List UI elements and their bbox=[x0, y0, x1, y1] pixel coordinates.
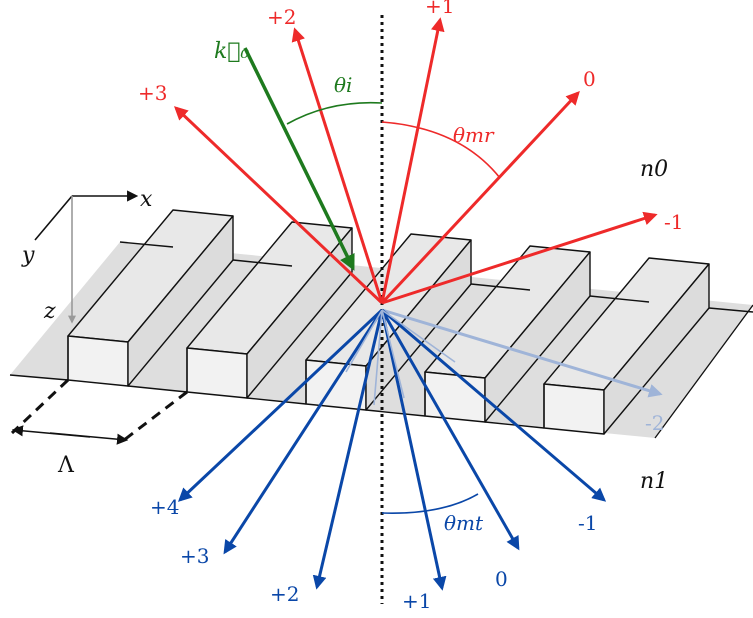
transmitted-label-p1: +1 bbox=[402, 589, 431, 613]
axis-x-label: x bbox=[140, 187, 153, 212]
reflected-arrow-0 bbox=[380, 90, 580, 305]
n0-label: n0 bbox=[640, 157, 668, 182]
theta-r-arc bbox=[381, 121, 501, 179]
substrate-edge bbox=[654, 304, 753, 439]
reflected-label-p2: +2 bbox=[267, 5, 296, 29]
transmitted-label-m2: -2 bbox=[645, 411, 664, 435]
reflected-label-p1: +1 bbox=[425, 0, 454, 18]
transmitted-label-p3: +3 bbox=[180, 544, 209, 568]
reflected-arrow-p1 bbox=[380, 17, 445, 304]
theta-t-arc bbox=[381, 493, 479, 514]
transmitted-labels: +4 +3 +2 +1 0 -1 -2 bbox=[150, 411, 664, 613]
theta-r-label: θmr bbox=[453, 123, 495, 147]
n1-label: n1 bbox=[640, 469, 668, 494]
ridge-5 bbox=[484, 257, 710, 435]
transmitted-label-0: 0 bbox=[495, 567, 508, 591]
period-arrow-left bbox=[11, 425, 91, 438]
theta-t-label: θmt bbox=[444, 511, 484, 535]
period-label: Λ bbox=[57, 453, 75, 478]
transmitted-label-m1: -1 bbox=[578, 511, 597, 535]
ridge-2 bbox=[127, 221, 353, 399]
ridge-1 bbox=[9, 209, 234, 387]
transmitted-label-p4: +4 bbox=[150, 495, 179, 519]
axis-y-line bbox=[34, 195, 73, 241]
transmitted-arrow-m2 bbox=[381, 308, 663, 398]
theta-i-arc bbox=[286, 101, 383, 125]
ridge-4 bbox=[365, 245, 591, 423]
transmitted-arrow-0 bbox=[380, 309, 520, 551]
reflected-arrow-m1 bbox=[381, 211, 658, 305]
incident-arrow bbox=[243, 47, 355, 271]
axis-y-label: y bbox=[21, 243, 35, 268]
reflected-label-p3: +3 bbox=[138, 81, 167, 105]
transmitted-arrow-m1 bbox=[381, 308, 607, 502]
transmitted-arrow-p2 bbox=[312, 309, 384, 590]
incident-wavevector-label: k⃗₀ bbox=[214, 39, 250, 64]
transmitted-label-p2: +2 bbox=[270, 582, 299, 606]
period-indicator: Λ bbox=[10, 378, 188, 478]
coordinate-axes: x y z bbox=[21, 187, 153, 324]
theta-i-label: θi bbox=[334, 73, 352, 97]
transmitted-arrow-p4 bbox=[177, 308, 384, 502]
transmitted-orders bbox=[177, 308, 663, 591]
transmitted-arrow-p3 bbox=[223, 309, 384, 555]
reflected-arrow-p2 bbox=[291, 27, 384, 304]
reflected-label-m1: -1 bbox=[664, 210, 683, 234]
transmitted-arrow-p1 bbox=[380, 309, 447, 591]
reflected-label-0: 0 bbox=[583, 67, 596, 91]
axis-z-label: z bbox=[43, 299, 56, 324]
reflected-labels: +3 +2 +1 0 -1 bbox=[138, 0, 683, 234]
